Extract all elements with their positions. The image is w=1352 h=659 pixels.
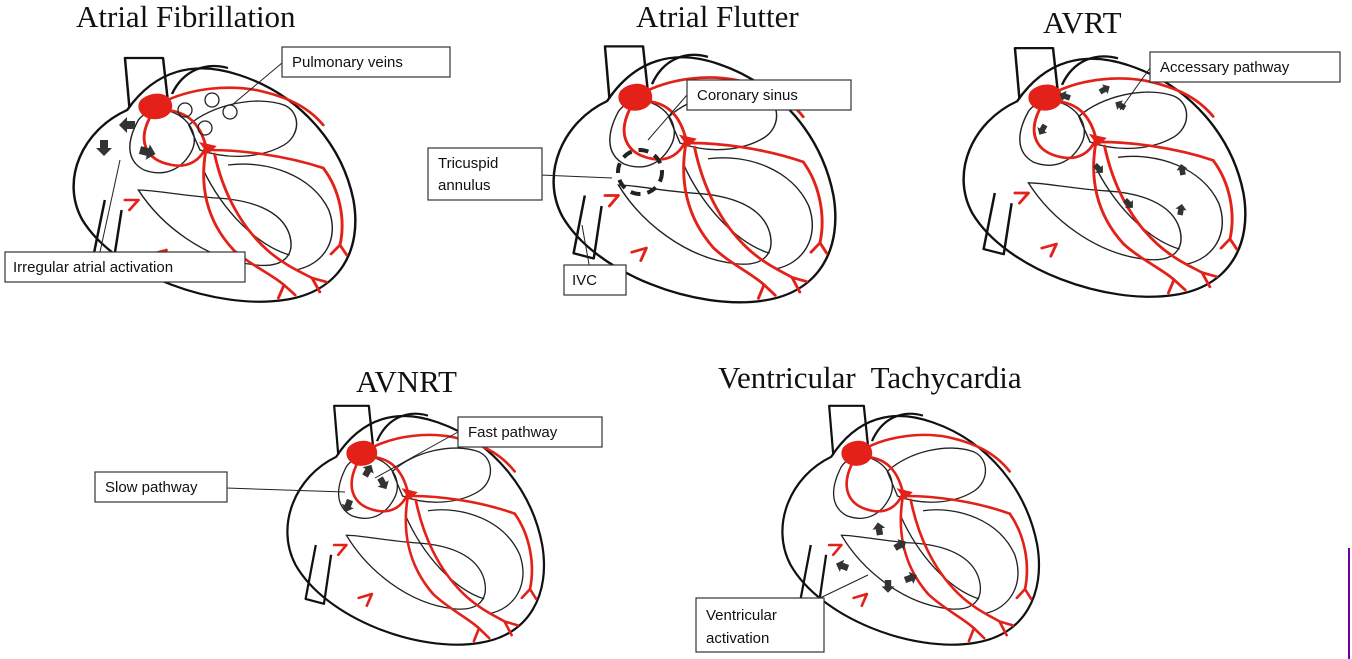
label-irregular-atrial-activation: Irregular atrial activation [13, 259, 173, 276]
label-coronary-sinus: Coronary sinus [697, 87, 798, 104]
label-pulmonary-veins: Pulmonary veins [292, 54, 403, 71]
label-annulus: annulus [438, 177, 491, 194]
panel-ventricular-tachycardia: Ventricular Tachycardia Ventricular acti… [696, 360, 1039, 652]
panel-title: Ventricular Tachycardia [718, 360, 1022, 395]
panel-avrt: AVRT Accessary pathway [964, 5, 1340, 297]
panel-title: AVRT [1043, 5, 1122, 40]
panel-atrial-flutter: Atrial Flutter Coronary sinus Tricuspid … [428, 0, 851, 302]
label-tricuspid: Tricuspid [438, 155, 498, 172]
label-activation: activation [706, 630, 769, 647]
panel-atrial-fibrillation: Atrial Fibrillation Pulmonary veins Irre… [5, 0, 450, 302]
label-fast-pathway: Fast pathway [468, 424, 558, 441]
label-accessary-pathway: Accessary pathway [1160, 59, 1290, 76]
panel-avnrt: AVNRT Fast pathway Slow pathway [95, 364, 602, 645]
label-slow-pathway: Slow pathway [105, 479, 198, 496]
label-ivc: IVC [572, 272, 597, 289]
panel-title: Atrial Flutter [636, 0, 799, 34]
panel-title: AVNRT [356, 364, 457, 399]
pulmonary-vein-circles [178, 93, 237, 135]
activation-arrow [96, 140, 112, 156]
label-ventricular: Ventricular [706, 607, 777, 624]
panel-title: Atrial Fibrillation [76, 0, 296, 34]
